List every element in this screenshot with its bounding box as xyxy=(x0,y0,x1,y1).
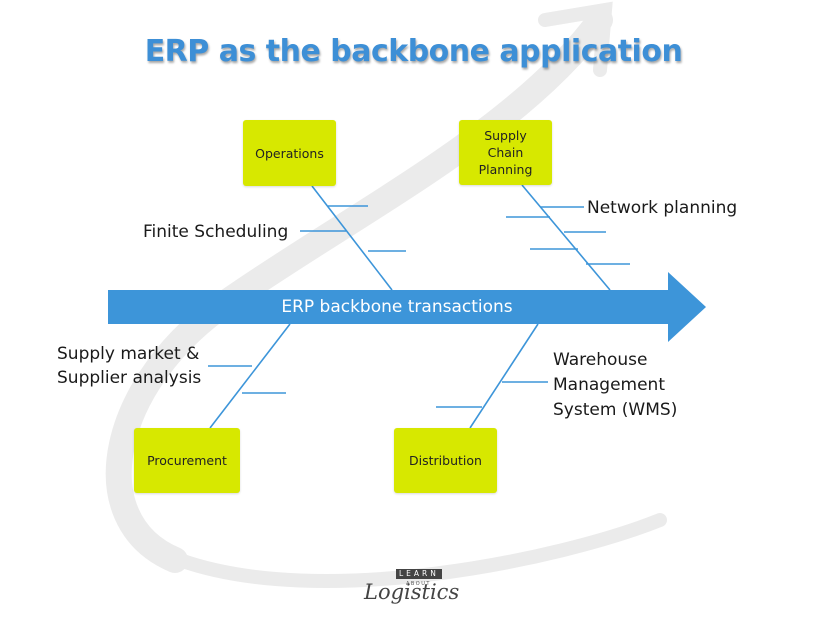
swoosh-arrowhead xyxy=(538,1,613,77)
bone-operations xyxy=(311,185,393,291)
bone-distribution xyxy=(469,323,539,429)
page-title: ERP as the backbone application xyxy=(144,34,683,69)
cause-wms-line-1: Warehouse xyxy=(553,350,648,370)
logo-middle-text: ABOUT xyxy=(406,581,431,587)
category-label-distribution: Distribution xyxy=(409,453,482,468)
category-box-distribution: Distribution xyxy=(394,428,497,493)
cause-supply-market-line-1: Supply market & xyxy=(57,344,200,364)
bone-procurement xyxy=(209,323,291,429)
logo-top-text: LEARN xyxy=(396,569,442,579)
category-box-procurement: Procurement xyxy=(134,428,240,493)
spine-label: ERP backbone transactions xyxy=(281,297,513,317)
cause-wms-line-2: Management xyxy=(553,375,665,395)
bones xyxy=(208,184,630,429)
category-label-procurement: Procurement xyxy=(147,453,227,468)
category-box-operations: Operations xyxy=(243,120,336,186)
cause-finite-scheduling: Finite Scheduling xyxy=(143,222,289,242)
category-label-supply-chain-planning: Supply Chain Planning xyxy=(478,128,533,177)
logo-main-text: Logistics xyxy=(364,580,460,604)
cause-network-planning: Network planning xyxy=(587,198,738,218)
category-box-supply-chain-planning: Supply Chain Planning xyxy=(459,120,552,185)
cause-supply-market-line-2: Supplier analysis xyxy=(57,368,202,388)
bone-supply-chain-planning xyxy=(521,184,611,291)
cause-wms-line-3: System (WMS) xyxy=(553,400,678,420)
category-label-operations: Operations xyxy=(255,145,324,161)
spine-arrow xyxy=(108,272,706,342)
learn-about-logistics-logo: LEARN ABOUT Logistics xyxy=(360,566,470,612)
